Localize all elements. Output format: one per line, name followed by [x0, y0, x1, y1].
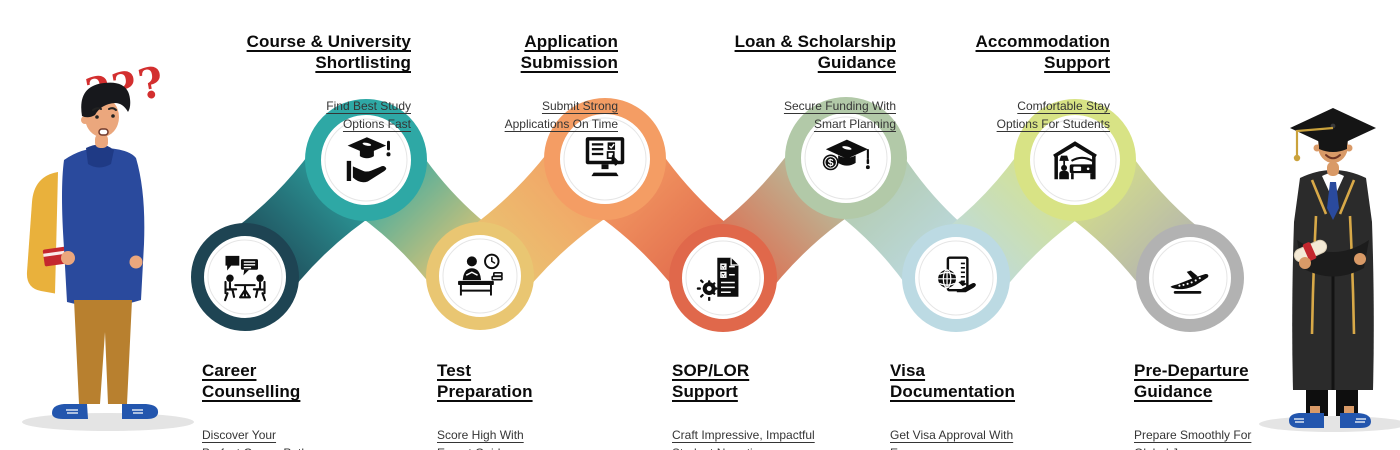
step-subtitle: Comfortable Stay Options For Students — [996, 99, 1110, 132]
tassel-end — [1293, 154, 1301, 162]
face-features — [92, 107, 117, 119]
step-title: Test Preparation — [437, 361, 533, 402]
tie — [1327, 182, 1339, 220]
right-shoe — [122, 404, 159, 419]
cap-band — [1319, 141, 1347, 152]
step-label-career-counselling: Career Counselling Discover Your Perfect… — [202, 342, 308, 450]
scholarship-cap-dollar-icon: $ — [822, 139, 870, 171]
gown-trim — [1310, 179, 1356, 335]
step-label-loan-scholarship-guidance: Loan & Scholarship Guidance Secure Fundi… — [735, 13, 896, 151]
neck — [1327, 162, 1339, 176]
step-ring-1 — [191, 223, 299, 331]
document-gear-icon — [696, 257, 739, 301]
step-label-pre-departure-guidance: Pre-Departure Guidance Prepare Smoothly … — [1134, 342, 1251, 450]
step-subtitle: Discover Your Perfect Career Path — [202, 428, 308, 450]
right-shadow — [1259, 416, 1400, 432]
right-hand — [1354, 253, 1366, 265]
ear — [81, 116, 89, 124]
step-label-test-preparation: Test Preparation Score High With Expert … — [437, 342, 533, 450]
right-graduate-illustration — [1259, 108, 1400, 432]
step-ring-2 — [305, 99, 427, 221]
step-rings — [191, 97, 1244, 332]
step-title: Course & University Shortlisting — [246, 32, 411, 73]
step-title: Pre-Departure Guidance — [1134, 361, 1249, 402]
dollar-glyph: $ — [828, 157, 834, 169]
step-title: Application Submission — [520, 32, 618, 73]
step-label-accommodation-support: Accommodation Support Comfortable Stay O… — [976, 13, 1110, 151]
mouth — [98, 128, 109, 136]
step-label-course-university-shortlisting: Course & University Shortlisting Find Be… — [247, 13, 411, 151]
passport-globe-plane-icon — [938, 256, 976, 293]
left-shoe — [1289, 413, 1324, 428]
plane-takeoff-icon — [1170, 270, 1209, 294]
left-shoe — [52, 404, 88, 419]
step-ring-9 — [1136, 224, 1244, 332]
step-label-sop-lor-support: SOP/LOR Support Craft Impressive, Impact… — [672, 342, 815, 450]
left-ear — [1313, 144, 1321, 152]
left-ankle — [1310, 406, 1320, 415]
diploma-scroll — [1293, 239, 1328, 263]
hood-collar — [86, 144, 114, 168]
right-hand — [129, 255, 143, 269]
cap-tassel — [1295, 126, 1334, 155]
step-title: Career Counselling — [202, 361, 301, 402]
left-hand — [61, 251, 75, 265]
step-subtitle: Prepare Smoothly For Global Journey — [1134, 428, 1252, 450]
counselling-icon — [224, 255, 266, 302]
pants — [74, 300, 132, 404]
house-bed-icon — [1053, 141, 1097, 180]
step-label-visa-documentation: Visa Documentation Get Visa Approval Wit… — [890, 342, 1015, 450]
graduation-cap-in-hand-icon — [346, 137, 391, 183]
right-ear — [1345, 144, 1353, 152]
step-title: Visa Documentation — [890, 361, 1016, 402]
step-title: SOP/LOR Support — [672, 361, 750, 402]
step-title: Accommodation Support — [975, 32, 1110, 73]
left-shadow — [22, 413, 194, 431]
online-application-monitor-icon — [585, 137, 625, 177]
step-subtitle: Craft Impressive, Impactful Student Narr… — [672, 428, 815, 450]
shoe-laces — [1294, 418, 1366, 423]
shoe-laces — [66, 409, 143, 414]
left-hand — [1299, 257, 1311, 269]
left-student-illustration: ??? — [22, 57, 194, 431]
step-icons: $ — [224, 137, 1209, 302]
ring-inner-detail — [207, 116, 1228, 316]
right-shoe — [1340, 413, 1371, 428]
hoodie — [62, 147, 145, 307]
step-subtitle: Secure Funding With Smart Planning — [783, 99, 896, 132]
step-title: Loan & Scholarship Guidance — [734, 32, 896, 73]
right-ankle — [1344, 406, 1354, 415]
step-subtitle: Submit Strong Applications On Time — [504, 99, 618, 132]
step-label-application-submission: Application Submission Submit Strong App… — [505, 13, 618, 151]
step-subtitle: Get Visa Approval With Ease — [890, 428, 1014, 450]
student-study-desk-icon — [458, 253, 503, 296]
step-subtitle: Score High With Expert Guidance — [437, 428, 526, 450]
step-subtitle: Find Best Study Options Fast — [326, 99, 411, 132]
neck — [95, 134, 108, 148]
backpack — [26, 172, 58, 294]
